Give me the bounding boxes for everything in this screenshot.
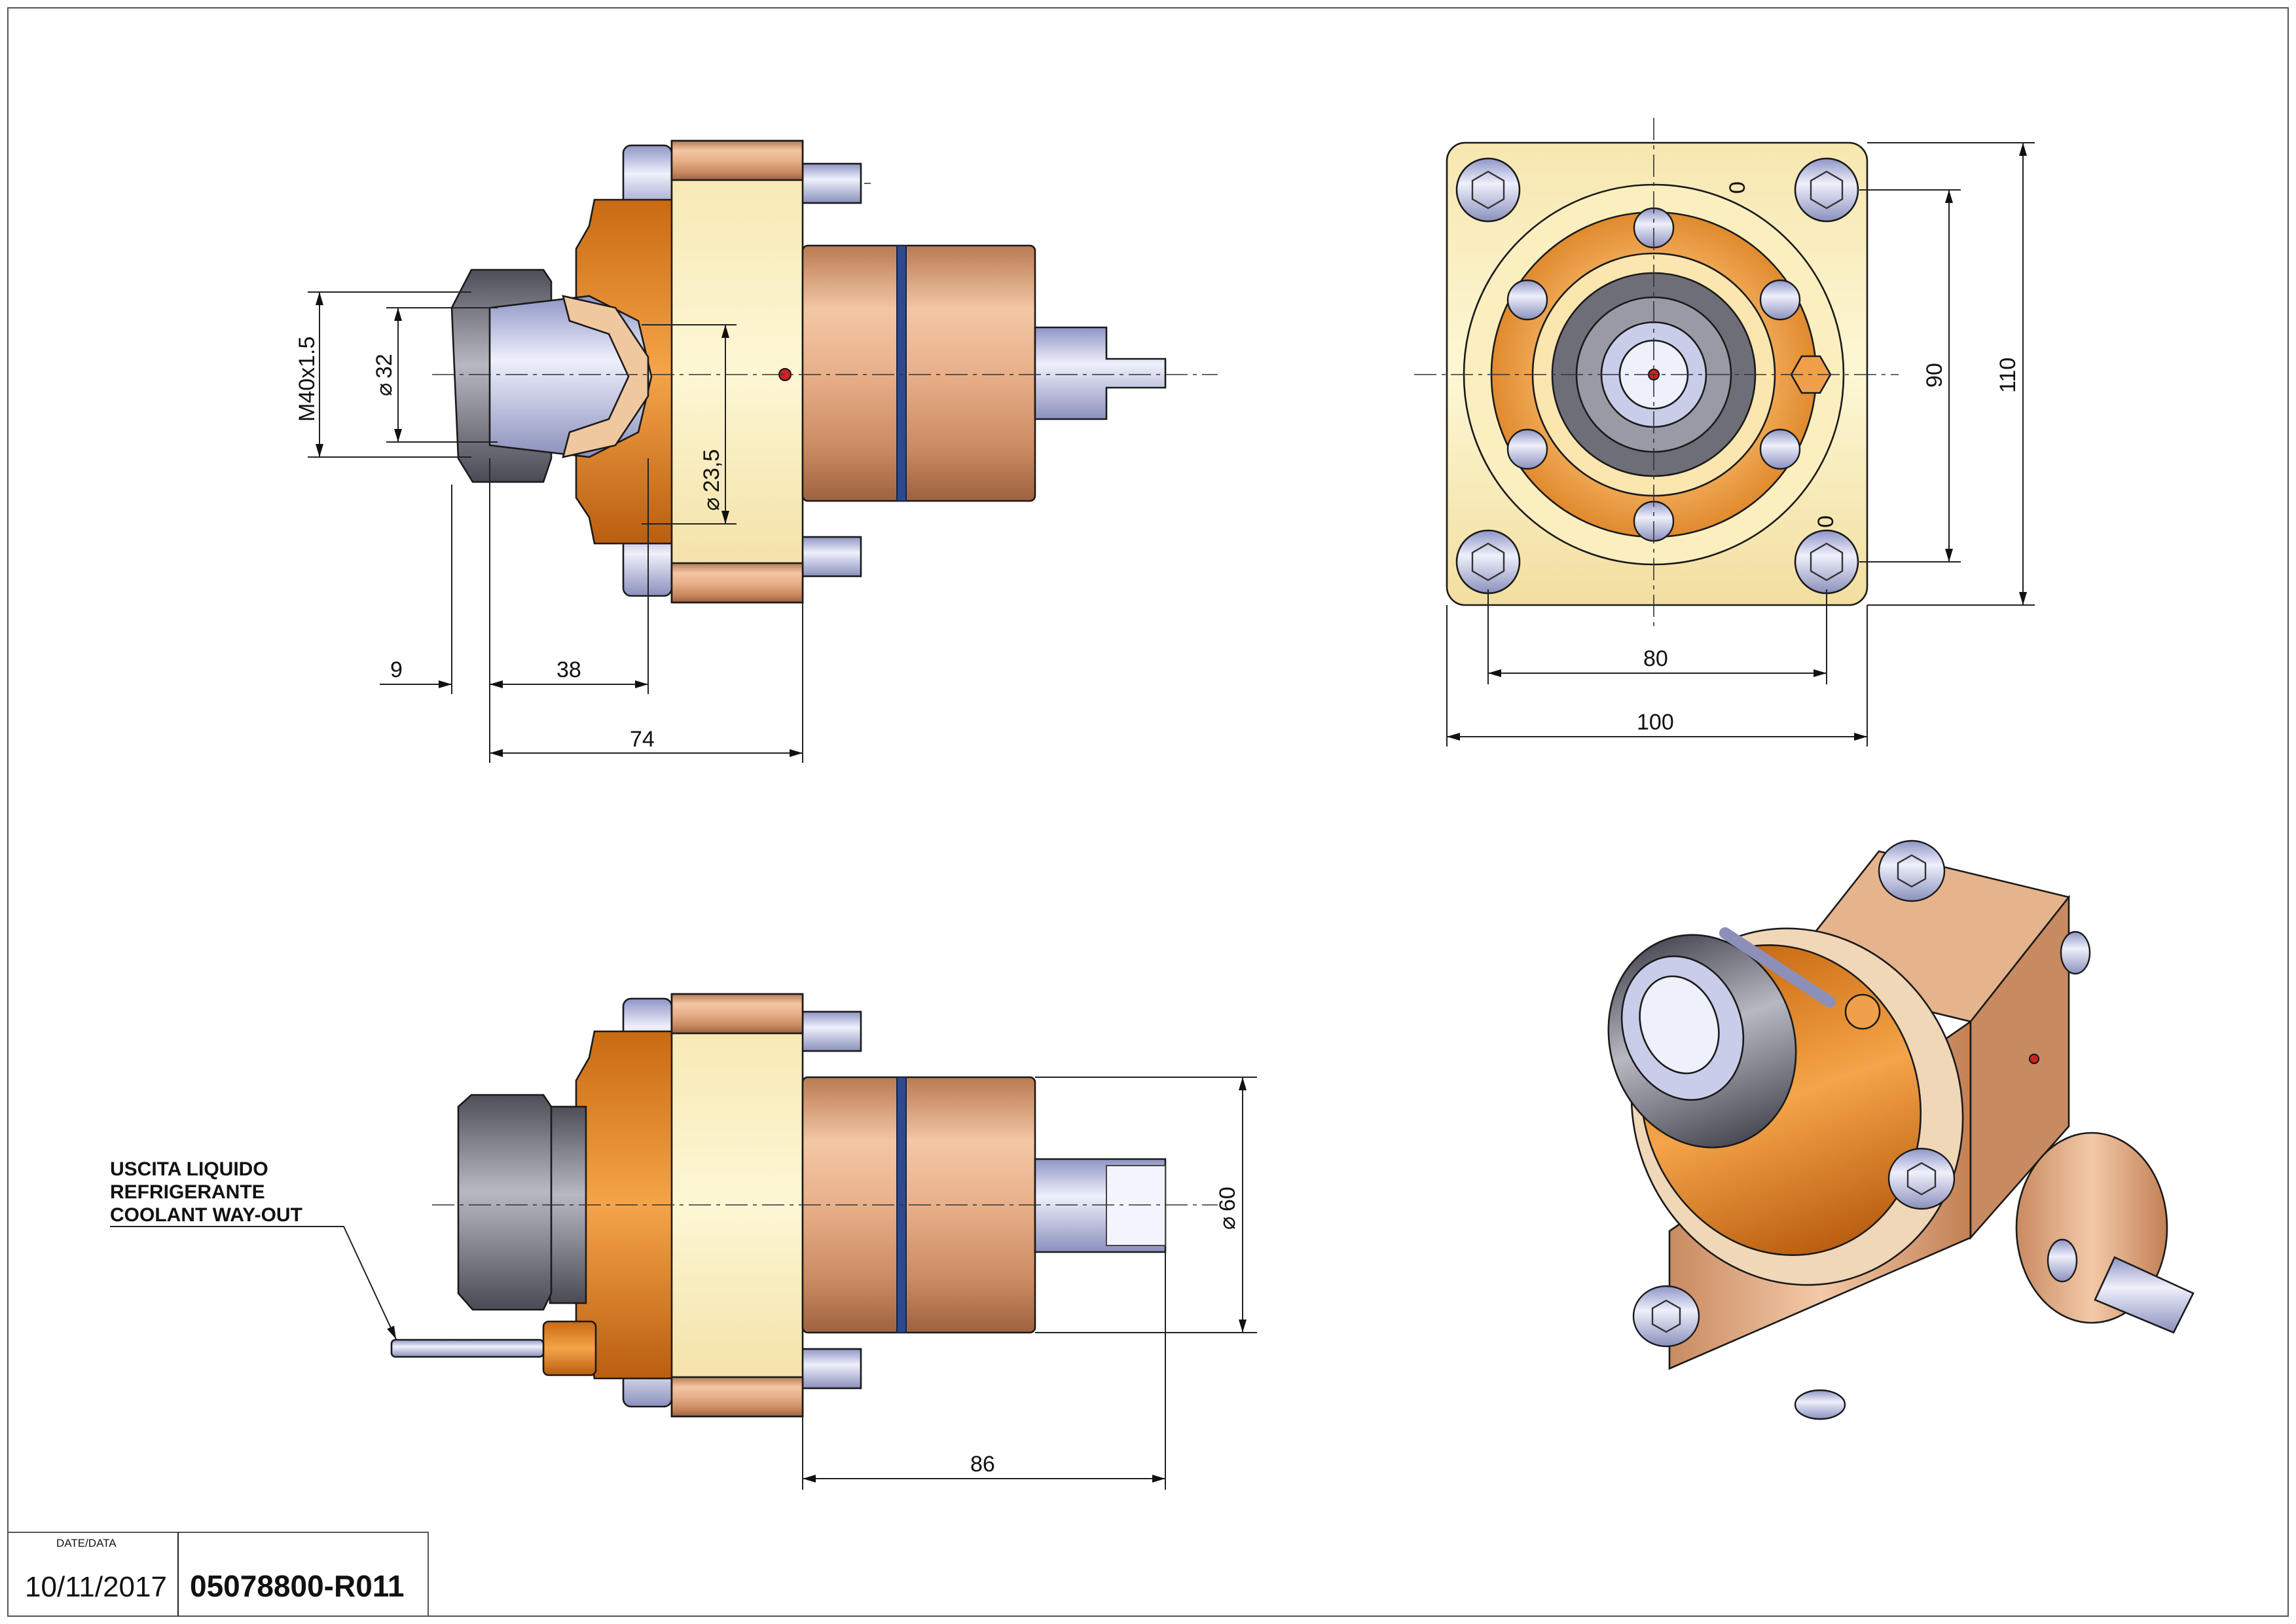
diameter-32-label: 32 [372,354,397,378]
dim-38-label: 38 [556,657,581,682]
coolant-pipe [390,1338,545,1358]
hex-screw-icon [1794,529,1859,595]
iso-screw-icon [1794,1389,1846,1420]
body-plate-top [670,139,804,181]
collet-nut-2 [457,1094,553,1311]
ring-screw-icon [1506,279,1548,321]
note-line-2: REFRIGERANTE [110,1181,265,1203]
drawing-frame [7,7,2289,1617]
note-line-1: USCITA LIQUIDO [110,1158,268,1180]
thread-dim-label: M40x1.5 [295,337,319,422]
iso-coolant-fitting [1844,993,1881,1030]
diameter-32-symbol: ⌀ [372,383,397,396]
diameter-60-label: 60 [1215,1187,1240,1211]
note-line-3: COOLANT WAY-OUT [110,1204,302,1226]
threaded-stud-bottom [801,536,862,578]
drawing-code: 05078800-R011 [190,1569,404,1603]
threaded-stud-top [801,162,862,204]
isometric-view [1607,840,2195,1420]
body-plate-top-2 [670,993,804,1035]
iso-screw-icon [1878,840,1946,902]
diameter-23-label: 23,5 [699,449,724,492]
date-value: 10/11/2017 [25,1571,167,1603]
threaded-stud-bottom-2 [801,1348,862,1390]
iso-rear-shaft [2094,1256,2195,1334]
collet-hatch [562,295,649,458]
body-plate-bottom [670,562,804,604]
date-label: DATE/DATA [56,1537,117,1549]
hex-screw-icon [1455,529,1521,595]
dim-90-label: 90 [1922,363,1947,388]
corner-screws [1455,157,1859,595]
iso-screws [1632,840,2091,1420]
ring-screw-icon [1759,279,1801,321]
front-view: 0 0 90 110 80 100 [1414,118,2035,747]
ring-screw-icon [1759,428,1801,470]
threaded-stud-top-2 [801,1010,862,1052]
coolant-fitting-2 [542,1320,597,1376]
diameter-23-symbol: ⌀ [699,498,724,511]
side-view-bottom: ⌀ 60 86 USCITA LIQUIDO REFRIGERANTE COOL… [110,993,1257,1490]
o-ring [896,245,907,502]
title-block-frame [7,1532,429,1617]
dim-100-label: 100 [1637,710,1674,735]
iso-body-side [1969,895,2070,1240]
iso-collet-bore-inner [1639,975,1720,1075]
ring-screw-icon [1506,428,1548,470]
iso-screw-icon [1632,1285,1700,1348]
dim-86-label: 86 [970,1452,995,1477]
iso-coolant-pipe [1719,927,1836,1008]
title-block: DATE/DATA 10/11/2017 05078800-R011 [7,1532,429,1617]
dim-80-label: 80 [1643,646,1668,671]
iso-screw-icon [2060,931,2091,975]
drive-shaft [1034,326,1167,420]
angle-label-bottom: 0 [1813,515,1838,528]
dim-9-label: 9 [390,657,403,682]
angle-label-top: 0 [1725,181,1750,194]
spindle-housing [801,244,1036,502]
iso-screw-icon [2047,1238,2078,1283]
body-plate-bottom-2 [670,1376,804,1418]
hex-screw-icon [1794,157,1859,223]
shaft-flat [1106,1165,1166,1246]
side-view-top: M40x1.5 ⌀ 32 ⌀ 23,5 9 38 74 [295,139,1218,763]
iso-screw-icon [1887,1147,1956,1210]
diameter-60-symbol: ⌀ [1215,1217,1240,1230]
dim-74-label: 74 [630,727,655,752]
iso-coolant-hole [2029,1054,2039,1064]
dim-110-label: 110 [1995,358,2020,393]
hex-screw-icon [1455,157,1521,223]
